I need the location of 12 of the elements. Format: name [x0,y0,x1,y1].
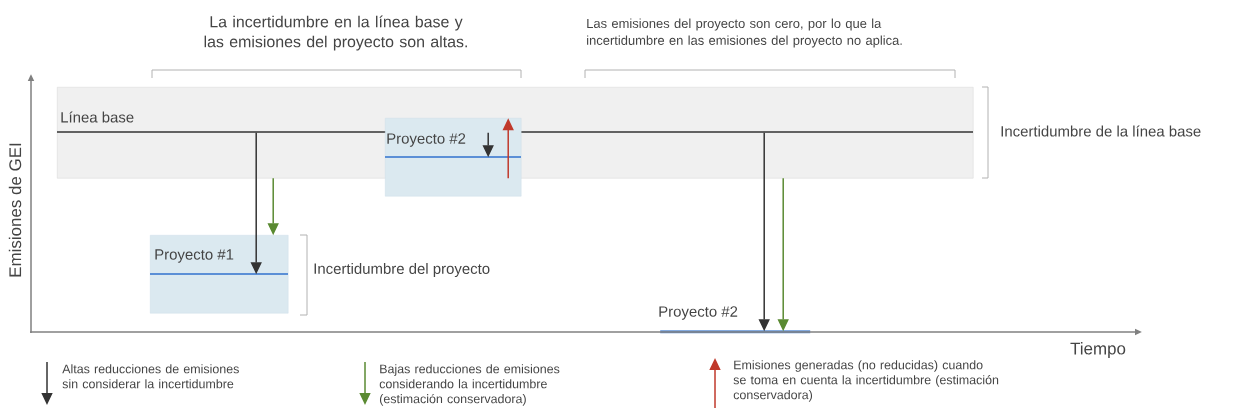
axis-label: Tiempo [1070,342,1126,358]
bracket-label: Incertidumbre de la línea base [1001,125,1201,137]
legend-text: Emisiones generadas (no reducidas) cuando se toma en cuenta la incertidumbre (estimación conservadora) [733,360,999,402]
note: Las emisiones del proyecto son cero, por lo que la incertidumbre en las emisiones del proyecto no aplica. [587,18,902,48]
legend-text: Bajas reducciones de emisiones considerando la incertidumbre (estimación conservadora) [379,364,560,406]
project-box: Proyecto #1 [149,235,289,314]
legend-text: Altas reducciones de emisiones sin considerar la incertidumbre [62,364,239,389]
axis-label: Emisiones de GEI [8,143,22,277]
note: La incertidumbre en la línea base y las emisiones del proyecto son altas. [204,15,467,51]
project-line: Proyecto #2 [659,306,811,334]
bracket-label: Incertidumbre del proyecto [314,263,490,277]
project-box: Proyecto #2 [384,118,522,197]
